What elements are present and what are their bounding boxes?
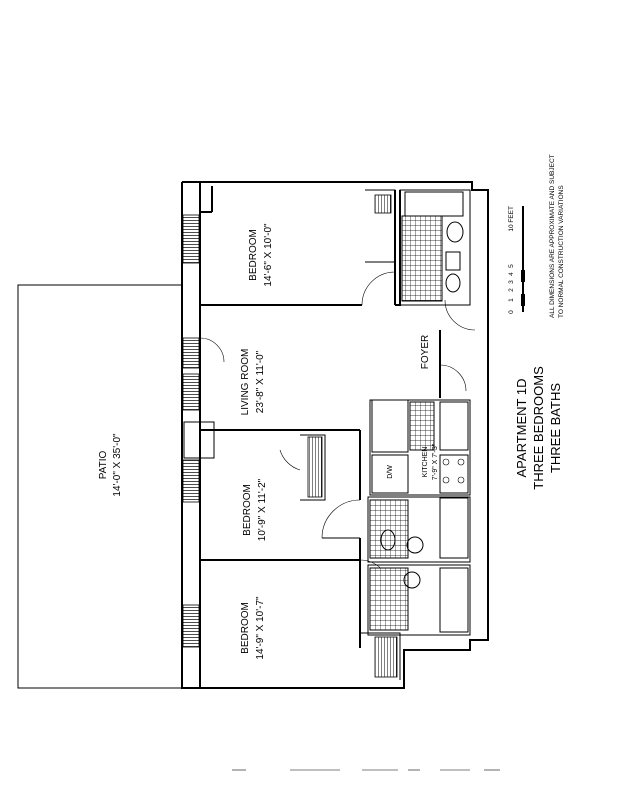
plan-subtitle-baths: THREE BATHS	[548, 383, 563, 473]
room-labels: PATIO 14'-0" X 35'-0" BEDROOM 14'-6" X 1…	[98, 223, 439, 660]
dishwasher-label: D/W	[387, 465, 394, 479]
bedroom-bottom-name: BEDROOM	[240, 602, 251, 654]
bedroom-bottom-dims: 14'-9" X 10'-7"	[255, 596, 266, 660]
scale-bar: 10 FEET 0 1 2 3 4 5	[508, 206, 525, 314]
bedroom-mid-dims: 10'-9" X 11'-2"	[257, 478, 268, 541]
scale-tick-2: 2	[508, 288, 515, 292]
patio-name: PATIO	[98, 451, 109, 480]
bathroom-top	[401, 191, 464, 302]
bedroom-mid-name: BEDROOM	[242, 484, 253, 536]
kitchen-dims: 7'-9" X 7'-3"	[432, 443, 439, 480]
closet-shelving	[307, 194, 398, 678]
scale-tick-0: 0	[508, 310, 515, 314]
scale-tick-5: 5	[508, 264, 515, 268]
bedroom-top-name: BEDROOM	[248, 229, 259, 281]
windows	[182, 214, 215, 648]
doors	[199, 271, 476, 591]
disclaimer-line-1: ALL DIMENSIONS ARE APPROXIMATE AND SUBJE…	[549, 154, 556, 318]
living-room-dims: 23'-8" X 11'-0"	[255, 350, 266, 413]
kitchen-name: KITCHEN	[422, 447, 429, 478]
disclaimer: ALL DIMENSIONS ARE APPROXIMATE AND SUBJE…	[549, 154, 565, 318]
exterior-walls	[181, 181, 489, 689]
scale-tick-3: 3	[508, 280, 515, 284]
bathroom-bottom	[369, 567, 469, 633]
patio-dims: 14'-0" X 35'-0"	[112, 433, 123, 497]
plan-subtitle-bedrooms: THREE BEDROOMS	[531, 366, 546, 490]
kitchen-fixtures	[371, 399, 469, 494]
scale-tick-1: 1	[508, 298, 515, 302]
patio-area	[17, 284, 182, 689]
title-block: APARTMENT 1D THREE BEDROOMS THREE BATHS	[514, 366, 563, 490]
bedroom-top-dims: 14'-6" X 10'-0"	[263, 223, 274, 287]
scale-tick-4: 4	[508, 272, 515, 276]
disclaimer-line-2: TO NORMAL CONSTRUCTION VARIATIONS	[558, 185, 565, 318]
scale-end-label: 10 FEET	[508, 206, 515, 232]
living-room-name: LIVING ROOM	[240, 349, 251, 416]
bathroom-middle	[369, 497, 469, 559]
foyer-name: FOYER	[420, 335, 431, 369]
plan-title: APARTMENT 1D	[514, 379, 529, 478]
